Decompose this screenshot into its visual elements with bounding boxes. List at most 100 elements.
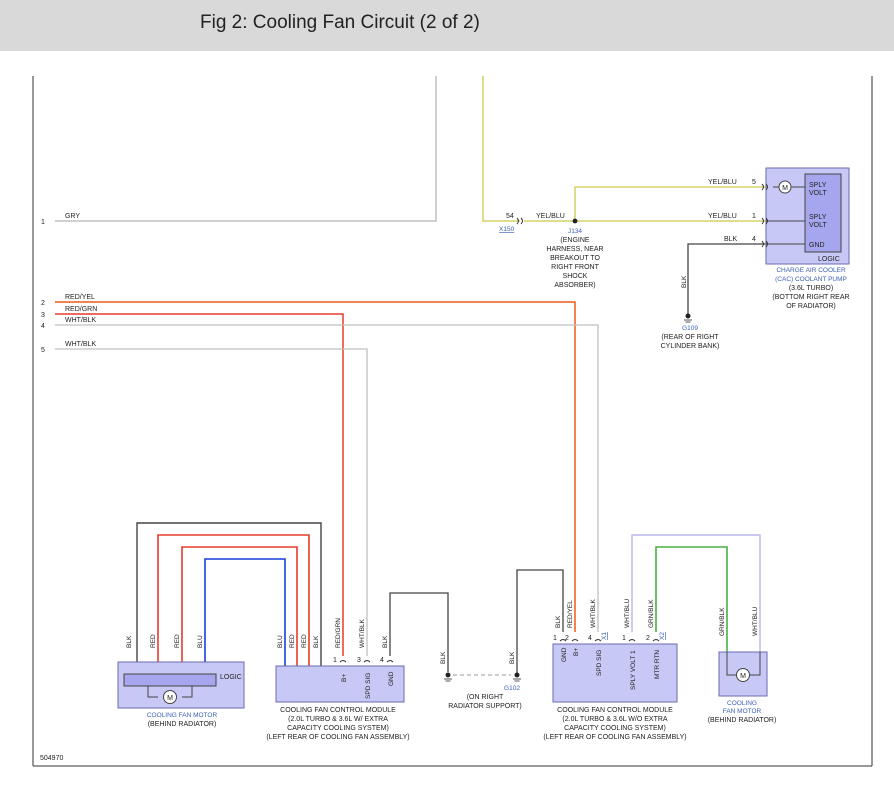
wire-label: YEL/BLU [708, 179, 737, 186]
pin-number: 4 [752, 236, 756, 243]
j134-desc: SHOCK [563, 273, 588, 280]
g109-desc: CYLINDER BANK) [661, 343, 720, 350]
splice-j134: J134 (ENGINE HARNESS, NEAR BREAKOUT TO R… [546, 218, 604, 289]
pin-number: 1 [752, 213, 756, 220]
logic-label: LOGIC [220, 674, 242, 681]
pin-number: 4 [380, 657, 384, 664]
pin-number: 1 [622, 635, 626, 642]
diagram-id: 504970 [40, 755, 63, 762]
component-desc: CAPACITY COOLING SYSTEM) [564, 725, 666, 732]
wire-label: YEL/BLU [708, 213, 737, 220]
pin-label: SPD SIG [365, 673, 372, 699]
component-desc: OF RADIATOR) [786, 303, 836, 310]
wire-label: RED/GRN [335, 618, 342, 648]
wire-label: RED [289, 634, 296, 648]
svg-text:M: M [167, 695, 173, 702]
component-desc: (BEHIND RADIATOR) [148, 721, 217, 728]
svg-text:M: M [782, 185, 788, 192]
wire-label: BLK [440, 651, 447, 664]
ground-g102: BLK BLK G102 (ON RIGHT RADIATOR SUPPORT) [440, 651, 522, 710]
pin-label: VOLT [809, 190, 827, 197]
x1-link[interactable]: X1 [601, 632, 608, 640]
diagram-frame [32, 76, 873, 767]
wire-fan-motor-left-harness [136, 522, 322, 666]
logic-label: LOGIC [818, 256, 840, 263]
cooling-fan-control-module-left: BLU RED RED BLK RED/GRN WHT/BLK BLK 1 3 … [266, 618, 409, 741]
pin-label: GND [561, 647, 568, 662]
component-desc: (LEFT REAR OF COOLING FAN ASSEMBLY) [543, 734, 686, 741]
component-desc: (3.6L TURBO) [789, 285, 833, 292]
wire-label: RED/YEL [65, 294, 95, 301]
wire-label: BLK [509, 651, 516, 664]
j134-desc: HARNESS, NEAR [546, 246, 603, 253]
pin-label: MTR RTN [654, 650, 661, 679]
wire-label: WHT/BLK [359, 618, 366, 648]
pin-number: 1 [553, 635, 557, 642]
wire-label: RED/YEL [567, 600, 574, 628]
component-name: FAN MOTOR [723, 708, 762, 715]
component-desc: (BOTTOM RIGHT REAR [772, 294, 849, 301]
pin-number: 5 [41, 347, 45, 354]
wire-blk-g109 [687, 243, 766, 316]
pin-number: 4 [41, 323, 45, 330]
wire-blk-module-left-gnd [389, 592, 449, 672]
pin-number: 1 [41, 219, 45, 226]
wire-label: WHT/BLK [65, 317, 96, 324]
j134-desc: BREAKOUT TO [550, 255, 600, 262]
x2-link[interactable]: X2 [659, 632, 666, 640]
wire-label: WHT/BLU [752, 606, 759, 636]
wire-label: BLK [126, 635, 133, 648]
motor-icon: M [773, 180, 805, 194]
fan-motor-left: BLK RED RED BLU LOGIC M COOLING FAN MOTO… [117, 634, 245, 728]
j134-desc: RIGHT FRONT [551, 264, 599, 271]
pin-number: 3 [41, 312, 45, 319]
ground-g109: BLK G109 (REAR OF RIGHT CYLINDER BANK) [661, 275, 720, 350]
j134-label: J134 [568, 228, 582, 235]
pin-label: GND [809, 242, 825, 249]
wire-label: BLK [681, 275, 688, 288]
component-name: COOLING FAN MOTOR [147, 712, 218, 719]
pin-label: GND [388, 671, 395, 686]
pin-label: B+ [573, 648, 580, 656]
g109-desc: (REAR OF RIGHT [661, 334, 719, 341]
wire-fan-motor-right-harness [631, 534, 761, 652]
fan-motor-right: GRN/BLK WHT/BLU M COOLING FAN MOTOR (BEH… [708, 606, 777, 724]
pin-label: SPLY [809, 214, 827, 221]
x150-link[interactable]: X150 [499, 226, 515, 233]
component-desc: (2.0L TURBO & 3.6L W/O EXTRA [562, 716, 667, 723]
g109-label: G109 [682, 325, 698, 332]
g102-desc: RADIATOR SUPPORT) [448, 703, 522, 710]
component-desc: (2.0L TURBO & 3.6L W/ EXTRA [288, 716, 388, 723]
wire-label: RED [150, 634, 157, 648]
pin-number: 3 [357, 657, 361, 664]
pin-number: 4 [588, 635, 592, 642]
pin-number: 1 [333, 657, 337, 664]
pin-number: 5 [752, 179, 756, 186]
component-name: COOLING FAN CONTROL MODULE [557, 707, 673, 714]
svg-text:M: M [740, 673, 746, 680]
wire-label: BLK [313, 635, 320, 648]
wire-label: BLK [555, 615, 562, 628]
wire-label: RED [174, 634, 181, 648]
wire-yel-blu [482, 76, 766, 222]
figure-title: Fig 2: Cooling Fan Circuit (2 of 2) [200, 12, 480, 33]
wire-label: RED/GRN [65, 306, 97, 313]
component-desc: (LEFT REAR OF COOLING FAN ASSEMBLY) [266, 734, 409, 741]
wire-wht-blk-2 [55, 348, 368, 656]
component-desc: (BEHIND RADIATOR) [708, 717, 777, 724]
component-name: COOLING FAN CONTROL MODULE [280, 707, 396, 714]
pin-label: SPLY [809, 182, 827, 189]
wire-red-grn [55, 313, 344, 656]
wire-label: WHT/BLK [65, 341, 96, 348]
wire-label: GRN/BLK [719, 607, 726, 636]
cac-coolant-pump: M 5 YEL/BLU 1 YEL/BLU 4 BLK SPLY VOLT SP… [708, 167, 850, 265]
wire-label: WHT/BLK [590, 598, 597, 628]
wire-label: GRN/BLK [648, 599, 655, 628]
pin-label: VOLT [809, 222, 827, 229]
component-name: COOLING [727, 700, 757, 707]
cooling-fan-control-module-right: BLK RED/YEL WHT/BLK WHT/BLU GRN/BLK 1 2 … [543, 598, 686, 741]
wire-label: BLK [724, 236, 738, 243]
wire-red-yel [55, 301, 576, 632]
wire-label: BLU [197, 635, 204, 648]
